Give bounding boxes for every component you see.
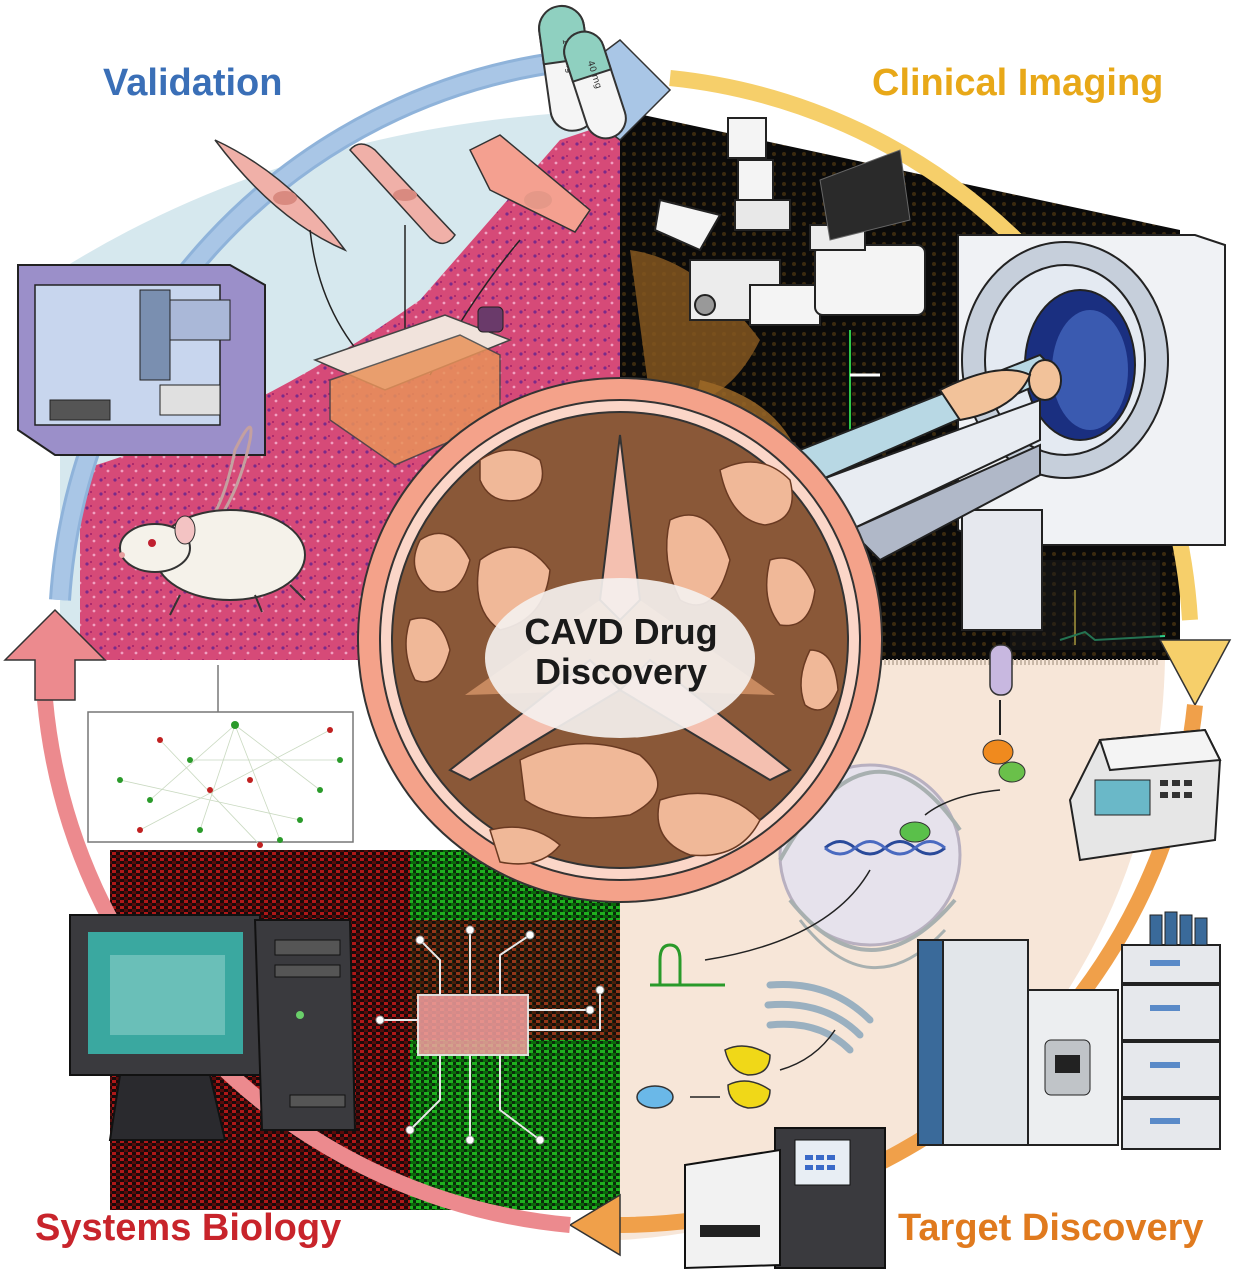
label-validation: Validation (103, 62, 283, 104)
label-systems-biology: Systems Biology (35, 1207, 342, 1249)
cell-smooth-muscle-icon (349, 143, 456, 244)
pill-capsule-icon: 140 mg 40 mg (538, 4, 627, 140)
ct-scanner-icon (957, 234, 1226, 631)
label-target-discovery: Target Discovery (898, 1207, 1204, 1249)
label-clinical-imaging: Clinical Imaging (872, 62, 1164, 104)
aortic-valve-icon (357, 377, 883, 903)
receptor-icon (982, 644, 1026, 783)
pcr-machine-icon (1068, 728, 1222, 862)
patient-icon (798, 353, 1062, 562)
robot-workstation-icon (17, 264, 266, 456)
lab-rat-icon (119, 425, 306, 616)
golgi-icon (764, 980, 874, 1054)
rna-hairpin-icon (650, 869, 871, 987)
center-title-line1: CAVD Drug (524, 611, 718, 652)
microscope-icon (653, 117, 926, 326)
cell-endothelial-icon (468, 134, 592, 233)
cell-fibroblast-icon (214, 139, 348, 252)
desktop-computer-icon (69, 914, 357, 1141)
circuit-chip-icon (375, 925, 605, 1145)
center-title-line2: Discovery (534, 651, 708, 692)
sequencer-icon (684, 1127, 886, 1270)
hplc-stack-icon (1121, 911, 1221, 1150)
mass-spectrometer-icon (917, 939, 1119, 1146)
dna-helix-icon (824, 789, 1001, 856)
center-title: CAVD Drug Discovery (486, 612, 756, 692)
enzyme-icon (636, 1029, 836, 1109)
network-graph-icon (87, 665, 354, 848)
